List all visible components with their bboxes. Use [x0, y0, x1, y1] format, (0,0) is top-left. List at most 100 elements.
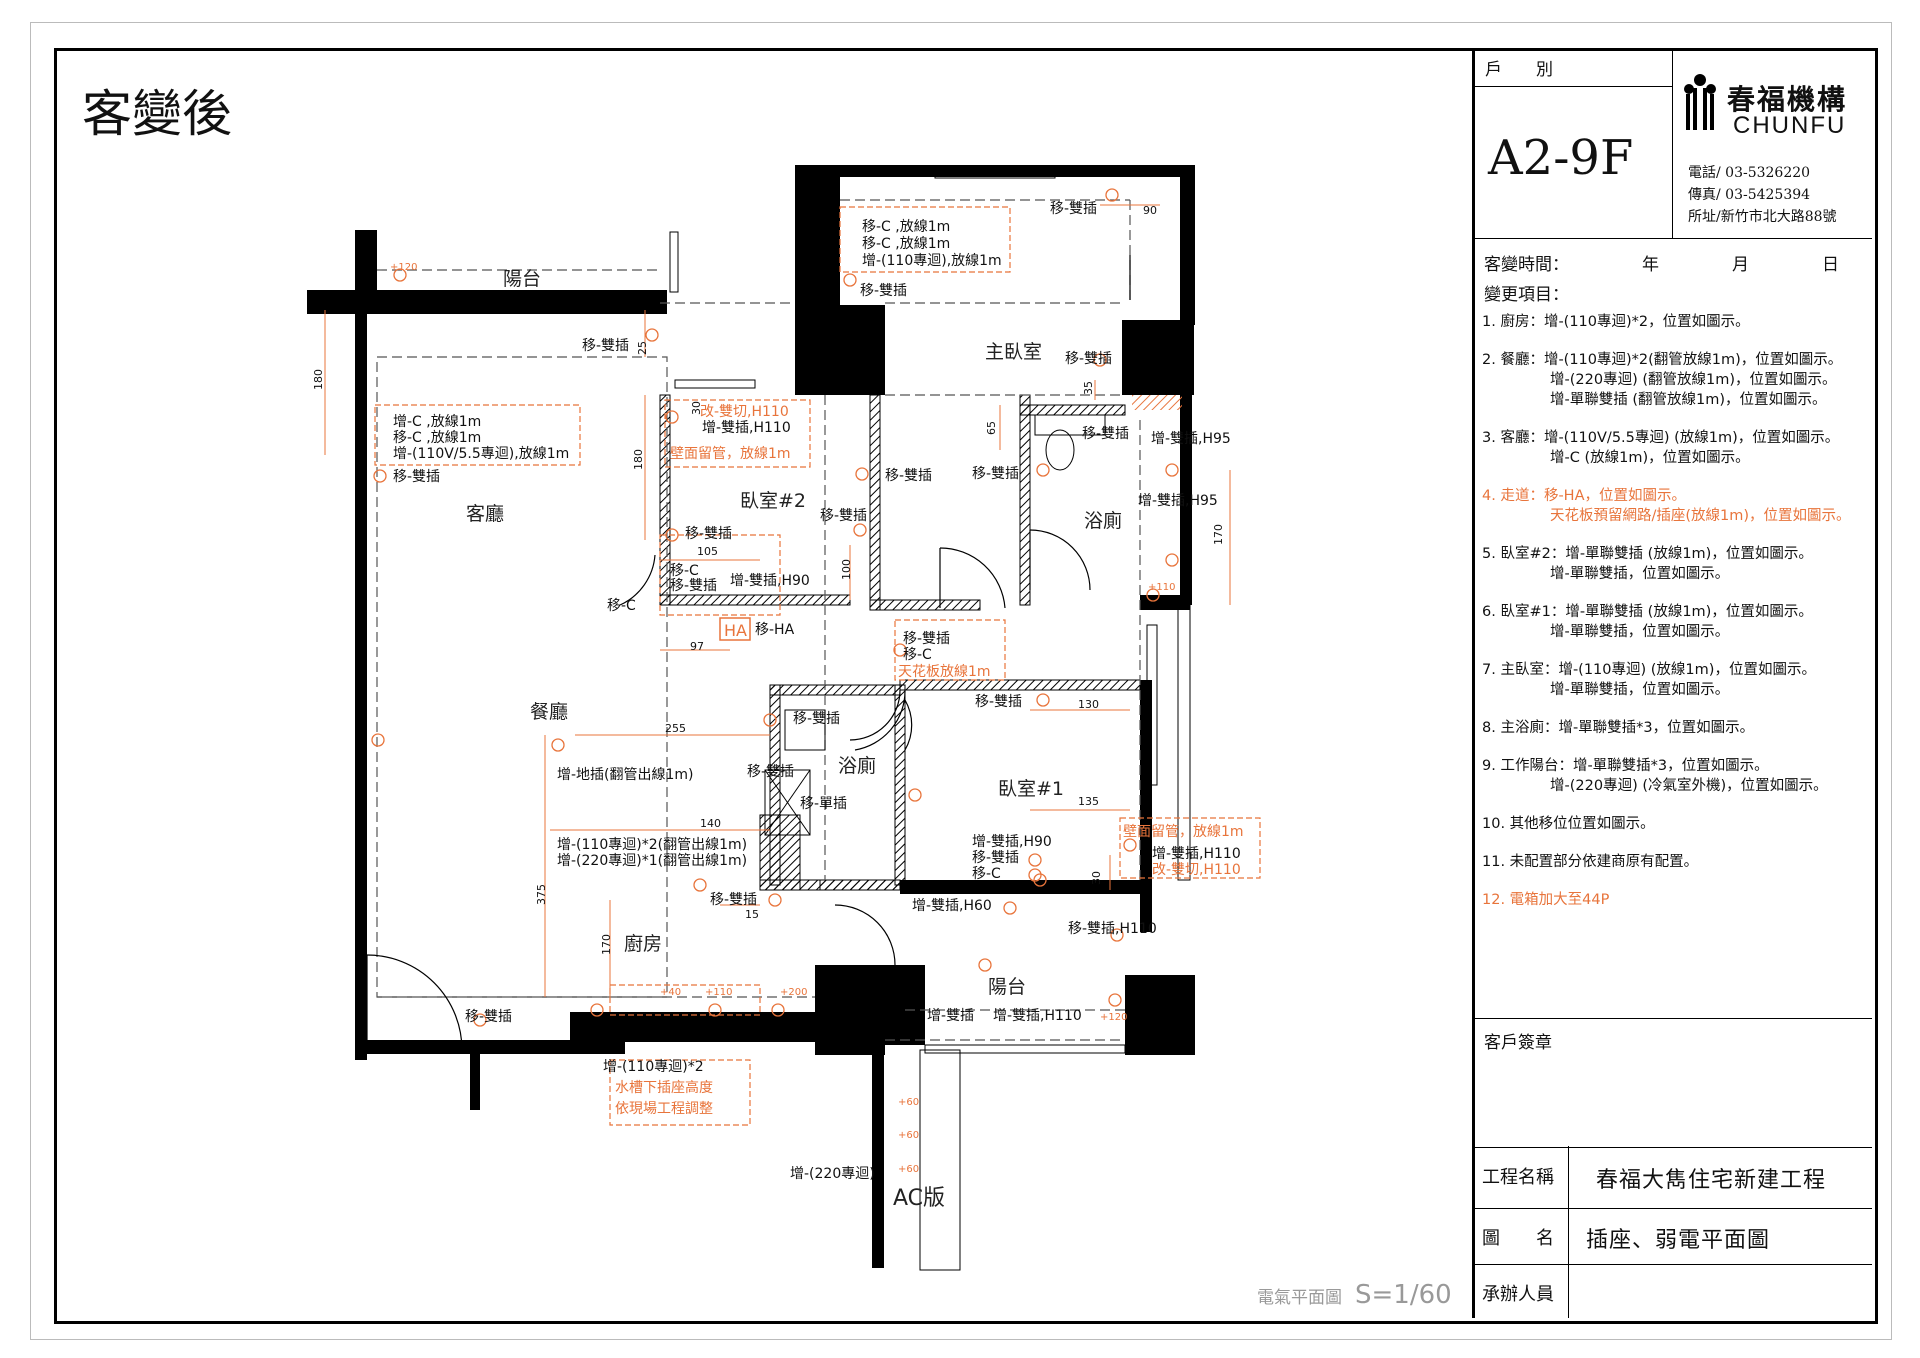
- customer-seal-label: 客戶簽章: [1484, 1033, 1552, 1053]
- kitchen-counter: [764, 414, 1106, 836]
- note-line: 7. 主臥室：增-(110專迴) (放線1m)，位置如圖示。: [1482, 662, 1816, 678]
- note-line: 增-(220專迴) (翻管放線1m)，位置如圖示。: [1550, 372, 1837, 388]
- annotation-annotations-b2_wall: 壁面留管，放線1m: [670, 446, 791, 462]
- room-ac-board: AC版: [893, 1186, 945, 1211]
- annotation-annotations-h120a: +120: [390, 262, 417, 273]
- annotation-annotations-h110b: +110: [705, 987, 732, 998]
- annotation-annotations-bottom_h110: 移-雙插,H110: [1068, 921, 1157, 937]
- change-note-item: 4. 走道：移-HA，位置如圖示。天花板預留網路/插座(放線1m)，位置如圖示。: [1482, 486, 1872, 526]
- annotation-annotations-dim_130: 130: [1078, 698, 1099, 711]
- tb-unit-value: A2-9F: [1488, 130, 1634, 186]
- company-name: 春福機構: [1727, 83, 1848, 116]
- annotation-annotations-master_move4: 移-雙插: [1082, 426, 1129, 442]
- annotation-annotations-bath2_move: 移-雙插: [747, 764, 794, 780]
- annotation-boxes: [374, 206, 1261, 1126]
- annotation-annotations-kitchen_sink1: 水槽下插座高度: [615, 1079, 713, 1096]
- tb-label-col: [1472, 1146, 1569, 1318]
- annotation-annotations-b2_move: 移-雙插: [685, 526, 732, 542]
- room-bath2: 浴廁: [838, 754, 876, 777]
- annotation-annotations-h60b: +60: [898, 1130, 919, 1141]
- note-line: 增-單聯雙插 (翻管放線1m)，位置如圖示。: [1550, 392, 1827, 408]
- annotation-annotations-floor_outlet: 增-地插(翻管出線1m): [557, 767, 694, 783]
- company-address: 所址/新竹市北大路88號: [1688, 209, 1837, 225]
- tb-unit-label-line: [1472, 48, 1672, 87]
- sheet-inner-border: [54, 48, 1878, 1324]
- annotation-annotations-living_bottom_move: 移-雙插: [465, 1009, 512, 1025]
- tb-company-cell: [1672, 48, 1872, 239]
- annotation-annotations-dining_220: 增-(220專迴)*1(翻管出線1m): [557, 853, 747, 869]
- room-bedroom2: 臥室#2: [740, 490, 806, 512]
- change-note-item: 11. 未配置部分依建商原有配置。: [1482, 852, 1872, 872]
- annotation-annotations-b2_moveC: 移-C: [670, 563, 699, 579]
- annotation-annotations-hall_box-1: 移-C: [903, 647, 932, 663]
- tb-drawing-cell: [1472, 1208, 1872, 1265]
- change-note-item: 7. 主臥室：增-(110專迴) (放線1m)，位置如圖示。增-單聯雙插，位置如…: [1482, 660, 1872, 700]
- change-note-item: 3. 客廳：增-(110V/5.5專迴) (放線1m)，位置如圖示。增-C (放…: [1482, 428, 1872, 468]
- note-line: 12. 電箱加大至44P: [1482, 892, 1610, 908]
- annotation-annotations-h110a: +110: [1148, 582, 1175, 593]
- annotation-annotations-dim_140: 140: [700, 817, 721, 830]
- room-dining: 餐廳: [530, 701, 568, 723]
- annotation-annotations-master_box-1: 移-C ,放線1m: [862, 236, 950, 252]
- change-notes-list: 1. 廚房：增-(110專迴)*2，位置如圖示。2. 餐廳：增-(110專迴)*…: [1482, 312, 1872, 928]
- tb-project-cell: [1472, 1146, 1872, 1209]
- annotation-annotations-master_box-0: 移-C ,放線1m: [862, 219, 950, 235]
- annotation-annotations-h60a: +60: [898, 1097, 919, 1108]
- annotation-annotations-dim_180a: 180: [312, 369, 325, 390]
- annotation-annotations-hall_box-0: 移-雙插: [903, 631, 950, 647]
- annotation-annotations-master_move2: 移-雙插: [1050, 201, 1097, 217]
- annotation-annotations-b1_h110: 增-雙插,H110: [1152, 846, 1241, 862]
- tb-frame: [1472, 48, 1875, 1318]
- note-line: 2. 餐廳：增-(110專迴)*2(翻管放線1m)，位置如圖示。: [1482, 352, 1843, 368]
- company-fax: 傳真/ 03-5425394: [1688, 187, 1811, 203]
- annotation-annotations-ceiling_reserve: 天花板放線1m: [898, 664, 991, 680]
- scale-label: 電氣平面圖: [1257, 1288, 1342, 1308]
- note-line: 10. 其他移位位置如圖示。: [1482, 816, 1655, 832]
- annotation-annotations-balcony_move: 移-雙插: [582, 338, 629, 354]
- annotation-annotations-b2_cut: 改-雙切,H110: [700, 404, 789, 420]
- project-name-label: 工程名稱: [1482, 1167, 1554, 1188]
- note-line: 11. 未配置部分依建商原有配置。: [1482, 854, 1699, 870]
- annotation-annotations-b1_h60: 增-雙插,H60: [912, 898, 992, 914]
- tb-unit-label: 戶 別: [1485, 60, 1553, 80]
- scale-value: S=1/60: [1355, 1280, 1452, 1310]
- annotation-annotations-bal_add2: 增-雙插,H110: [993, 1008, 1082, 1024]
- change-note-item: 8. 主浴廁：增-單聯雙插*3，位置如圖示。: [1482, 718, 1872, 738]
- annotation-annotations-living_move: 移-雙插: [393, 469, 440, 485]
- dimension-lines: [324, 204, 1231, 997]
- annotation-annotations-b1_wall: 壁面留管，放線1m: [1123, 824, 1244, 840]
- hatched-orange-wall: [1132, 395, 1182, 410]
- annotation-annotations-dim_25: 25: [636, 341, 649, 355]
- annotation-annotations-b1_cut: 改-雙切,H110: [1152, 862, 1241, 878]
- annotation-annotations-bath2_single: 移-單插: [800, 796, 847, 812]
- annotation-annotations-bal_add1: 增-雙插: [927, 1008, 974, 1024]
- room-living: 客廳: [466, 503, 504, 525]
- dashed-lines: [376, 199, 1141, 1041]
- annotation-annotations-dim_30: 30: [690, 401, 703, 415]
- annotation-annotations-dim_170_right: 170: [1212, 524, 1225, 545]
- doors: [366, 255, 1131, 1051]
- note-line: 增-單聯雙插，位置如圖示。: [1550, 624, 1730, 640]
- annotation-annotations-kitchen_move: 移-雙插: [710, 892, 757, 908]
- annotation-annotations-b2_h110: 增-雙插,H110: [702, 420, 791, 436]
- annotation-annotations-b1_h90: 增-雙插,H90: [972, 834, 1052, 850]
- room-bath-master: 浴廁: [1084, 509, 1122, 532]
- note-line: 增-C (放線1m)，位置如圖示。: [1550, 450, 1750, 466]
- windows: [424, 169, 1191, 1271]
- change-note-item: 12. 電箱加大至44P: [1482, 890, 1872, 910]
- note-line: 3. 客廳：增-(110V/5.5專迴) (放線1m)，位置如圖示。: [1482, 430, 1840, 446]
- annotation-annotations-kitchen_110: 增-(110專迴)*2: [603, 1059, 704, 1075]
- drawing-name: 插座、弱電平面圖: [1586, 1228, 1771, 1253]
- sheet-outer-border: [30, 22, 1892, 1340]
- change-note-item: 2. 餐廳：增-(110專迴)*2(翻管放線1m)，位置如圖示。增-(220專迴…: [1482, 350, 1872, 410]
- annotation-annotations-kitchen_sink2: 依現場工程調整: [615, 1101, 713, 1117]
- annotation-annotations-h120b: +120: [1100, 1012, 1127, 1023]
- annotation-annotations-living_box-2: 增-(110V/5.5專迴),放線1m: [393, 446, 569, 462]
- note-line: 4. 走道：移-HA，位置如圖示。: [1482, 488, 1686, 504]
- change-year: 年: [1642, 255, 1659, 275]
- annotation-annotations-b2_dim105: 105: [697, 545, 718, 558]
- annotation-annotations-b2_dim100: 100: [840, 559, 853, 580]
- company-name-en: CHUNFU: [1733, 112, 1847, 139]
